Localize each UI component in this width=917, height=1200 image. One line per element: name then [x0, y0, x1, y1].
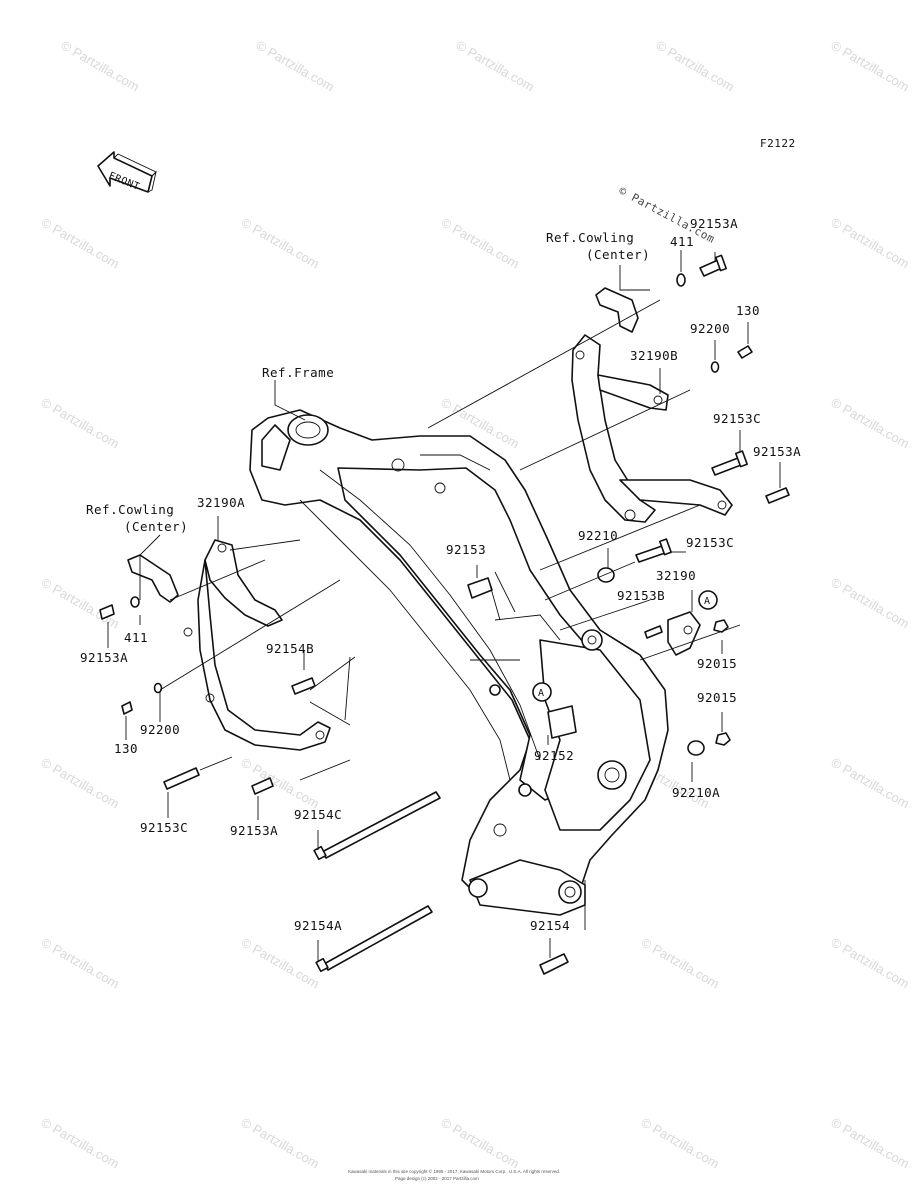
watermark-text: © Partzilla.com — [239, 755, 322, 812]
label-92153b: 92153B — [617, 588, 665, 603]
watermark-text: © Partzilla.com — [639, 935, 722, 992]
watermark-text: © Partzilla.com — [454, 38, 537, 95]
ref-cowling-left-label: Ref.Cowling — [86, 502, 174, 517]
sleeve-92153 — [467, 577, 493, 599]
bolt-130-left — [121, 701, 133, 715]
label-130-left: 130 — [114, 741, 138, 756]
cowling-ref-bracket-right — [595, 287, 639, 333]
label-92210a: 92210A — [672, 785, 720, 800]
label-92015-upper: 92015 — [697, 656, 737, 671]
label-92153a-top: 92153A — [690, 216, 738, 231]
watermark-text: © Partzilla.com — [39, 575, 122, 632]
bolt-92153a-right — [765, 487, 790, 504]
long-bolt-92154a — [315, 905, 433, 973]
nut-92015-lower — [715, 732, 731, 746]
label-92154c: 92154C — [294, 807, 342, 822]
label-92153c-mid: 92153C — [686, 535, 734, 550]
svg-text:A: A — [538, 688, 545, 699]
watermark-text: © Partzilla.com — [39, 395, 122, 452]
front-arrow-icon: FRONT — [97, 151, 157, 193]
washer-411-top — [676, 273, 686, 287]
watermark-text: © Partzilla.com — [829, 755, 912, 812]
label-92153a-left: 92153A — [80, 650, 128, 665]
watermark-text: © Partzilla.com — [39, 215, 122, 272]
motorcycle-frame — [249, 409, 669, 916]
label-92153c-right: 92153C — [713, 411, 761, 426]
collar-92210a — [687, 740, 705, 756]
bolt-92153a-lower — [251, 777, 274, 795]
long-bolt-92154c — [313, 791, 441, 861]
bolt-92153c-left — [163, 767, 200, 790]
label-32190: 32190 — [656, 568, 696, 583]
label-92015-lower: 92015 — [697, 690, 737, 705]
footer-copyright: Kawasaki materials in this site copyrigh… — [348, 1168, 560, 1174]
watermark-text: © Partzilla.com — [439, 215, 522, 272]
leader-lines — [107, 250, 781, 962]
watermark-text: © Partzilla.com — [829, 935, 912, 992]
watermark-text: © Partzilla.com — [254, 38, 337, 95]
washer-92200-left — [153, 682, 163, 694]
watermark-text: © Partzilla.com — [59, 38, 142, 95]
label-92200-right: 92200 — [690, 321, 730, 336]
watermark-text: © Partzilla.com — [639, 1115, 722, 1172]
watermark-text: © Partzilla.com — [239, 1115, 322, 1172]
bolt-92153a-left — [99, 604, 115, 620]
washer-411-left — [130, 596, 140, 608]
bolt-92154b — [291, 677, 316, 695]
label-92154a: 92154A — [294, 918, 342, 933]
collar-92210 — [597, 567, 615, 583]
watermark-text: © Partzilla.com — [439, 1115, 522, 1172]
label-32190a: 32190A — [197, 495, 245, 510]
label-92153c-left: 92153C — [140, 820, 188, 835]
label-92153a-lower: 92153A — [230, 823, 278, 838]
bracket-32190a — [183, 539, 331, 751]
bolt-92153c-right — [711, 450, 748, 476]
watermark-text: © Partzilla.com — [239, 215, 322, 272]
watermark-text: © Partzilla.com — [654, 38, 737, 95]
label-92153a-right: 92153A — [753, 444, 801, 459]
washer-92200-right — [710, 361, 720, 373]
watermark-text: © Partzilla.com — [829, 575, 912, 632]
watermark-text: © Partzilla.com — [39, 1115, 122, 1172]
bracket-32190 — [667, 611, 701, 656]
ref-frame-label: Ref.Frame — [262, 365, 334, 380]
callout-a-mid: A — [532, 682, 552, 702]
label-92153: 92153 — [446, 542, 486, 557]
label-32190b: 32190B — [630, 348, 678, 363]
bolt-92153c-mid — [635, 538, 672, 563]
label-92154b: 92154B — [266, 641, 314, 656]
ref-cowling-right-label: Ref.Cowling — [546, 230, 634, 245]
bolt-92153a-top — [699, 254, 728, 277]
label-92200-left: 92200 — [140, 722, 180, 737]
cowling-ref-bracket-left — [127, 554, 179, 603]
watermark-text: © Partzilla.com — [39, 755, 122, 812]
label-92210: 92210 — [578, 528, 618, 543]
callout-a-right: A — [698, 590, 718, 610]
watermark-text: © Partzilla.com — [239, 935, 322, 992]
bolt-92153b — [644, 625, 663, 639]
watermark-text: © Partzilla.com — [829, 38, 912, 95]
label-411-left: 411 — [124, 630, 148, 645]
svg-text:A: A — [704, 596, 711, 607]
label-92152: 92152 — [534, 748, 574, 763]
figure-code: F2122 — [760, 137, 796, 150]
collar-92152 — [547, 705, 577, 739]
footer-page-design: Page design (c) 2002 - 2017 Partzilla.co… — [395, 1176, 479, 1181]
ref-cowling-left-sublabel: (Center) — [124, 519, 188, 534]
ref-cowling-right-sublabel: (Center) — [586, 247, 650, 262]
watermark-text: © Partzilla.com — [829, 215, 912, 272]
label-411-top: 411 — [670, 234, 694, 249]
label-92154: 92154 — [530, 918, 570, 933]
watermark-text: © Partzilla.com — [829, 1115, 912, 1172]
watermark-text: © Partzilla.com — [829, 395, 912, 452]
nut-92015-upper — [713, 619, 729, 633]
bolt-92154 — [539, 953, 569, 975]
label-130-right: 130 — [736, 303, 760, 318]
bolt-130-right — [737, 345, 753, 359]
watermark-text: © Partzilla.com — [39, 935, 122, 992]
bracket-32190b — [571, 334, 733, 523]
part-labels: Ref.Cowling (Center) 92153A 411 130 9220… — [80, 216, 801, 933]
